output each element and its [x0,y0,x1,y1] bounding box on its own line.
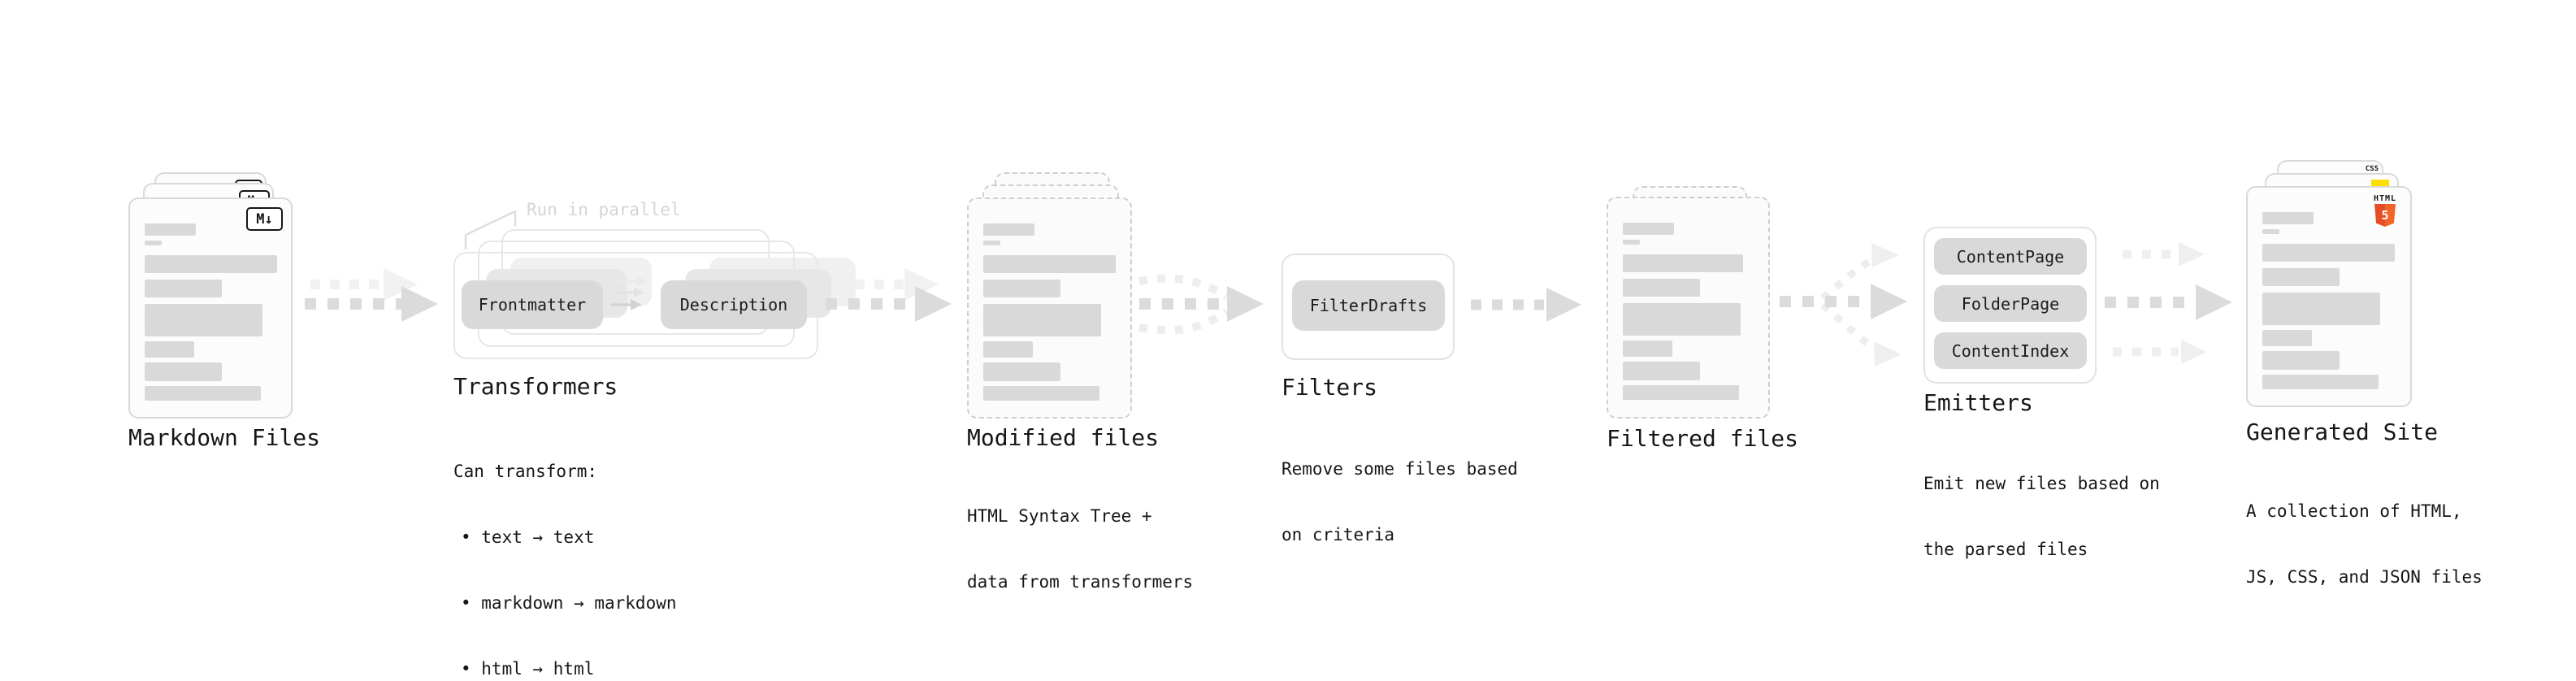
placeholder-bar [983,223,1034,236]
filtered-file-card-front [1607,197,1770,419]
placeholder-bar [145,386,261,401]
transformers-caption: Can transform: • text → text • markdown … [453,417,677,681]
generated-file-card-front: HTML 5 [2246,186,2412,407]
flow-arrow-markdown-to-transformers [305,268,438,322]
run-in-parallel-note: Run in parallel [527,200,681,219]
placeholder-bar [983,362,1060,381]
placeholder-bar [1623,362,1700,380]
placeholder-bar [2262,293,2380,325]
station-title-modified-files: Modified files [967,424,1160,451]
filters-caption: Remove some files based on criteria [1281,414,1518,590]
placeholder-bar [1623,303,1741,336]
modified-caption: HTML Syntax Tree + data from transformer… [967,462,1193,637]
caption-line: HTML Syntax Tree + [967,506,1152,526]
caption-line: Emit new files based on [1923,474,2160,493]
emitter-node-folderpage: FolderPage [1934,285,2087,322]
document-placeholder-lines [130,199,291,417]
placeholder-bar [1623,223,1674,235]
caption-line: the parsed files [1923,540,2088,559]
html5-icon-word: HTML [2373,194,2397,203]
station-title-generated-site: Generated Site [2246,419,2439,445]
placeholder-bar [2262,375,2379,389]
placeholder-bar [145,255,277,273]
placeholder-bar [145,280,222,297]
emitters-caption: Emit new files based on the parsed files [1923,429,2160,605]
placeholder-bar [983,304,1101,336]
html5-icon-shield: 5 [2374,204,2396,227]
station-title-filters: Filters [1281,374,1378,401]
document-placeholder-lines [969,199,1130,417]
placeholder-bar [1623,385,1739,400]
flow-arrow-emitters-to-generated [2105,242,2232,364]
placeholder-bar [1623,240,1640,245]
emitter-node-contentpage: ContentPage [1934,238,2087,275]
placeholder-bar [983,280,1060,297]
caption-bullet: • text → text [461,527,595,547]
transformer-node-frontmatter: Frontmatter [462,280,603,329]
flow-arrow-filtered-to-emitters [1780,243,1907,367]
placeholder-bar [983,386,1099,401]
placeholder-bar [1623,279,1700,297]
document-placeholder-lines [2248,188,2410,406]
modified-file-card-front [967,197,1132,419]
markdown-file-card-front: M↓ [128,197,293,419]
placeholder-bar [145,304,262,336]
caption-bullet: • html → html [461,659,595,679]
placeholder-bar [2262,212,2314,224]
placeholder-bar [145,223,196,236]
placeholder-bar [145,241,162,245]
station-title-filtered-files: Filtered files [1607,425,1799,452]
placeholder-bar [1623,254,1743,272]
placeholder-bar [2262,330,2312,346]
caption-line: A collection of HTML, [2246,501,2462,521]
station-title-emitters: Emitters [1923,389,2033,416]
caption-line: Remove some files based [1281,459,1518,479]
flow-arrow-filters-to-filtered [1471,288,1581,322]
station-title-markdown-files: Markdown Files [128,424,321,451]
placeholder-bar [145,341,194,358]
filter-node-filterdrafts: FilterDrafts [1292,280,1445,331]
transformer-node-description: Description [661,280,807,329]
station-title-transformers: Transformers [453,373,618,400]
document-placeholder-lines [1608,198,1768,417]
markdown-icon: M↓ [246,207,283,231]
html5-icon: HTML 5 [2370,194,2400,227]
placeholder-bar [2262,351,2340,370]
emitter-node-contentindex: ContentIndex [1934,332,2087,369]
flow-arrow-modified-to-filters [1138,274,1264,335]
html5-icon-number: 5 [2381,208,2389,223]
generated-caption: A collection of HTML, JS, CSS, and JSON … [2246,457,2483,632]
caption-line: data from transformers [967,572,1194,592]
transformer-layer-front [453,252,818,359]
placeholder-bar [2262,268,2340,286]
caption-line: Can transform: [453,462,598,481]
caption-line: JS, CSS, and JSON files [2246,567,2483,587]
placeholder-bar [1623,340,1672,357]
placeholder-bar [983,341,1033,358]
placeholder-bar [145,362,222,381]
placeholder-bar [983,255,1116,273]
caption-line: on criteria [1281,525,1395,544]
placeholder-bar [983,241,1000,245]
placeholder-bar [2262,244,2395,262]
placeholder-bar [2262,229,2279,234]
caption-bullet: • markdown → markdown [461,593,677,613]
